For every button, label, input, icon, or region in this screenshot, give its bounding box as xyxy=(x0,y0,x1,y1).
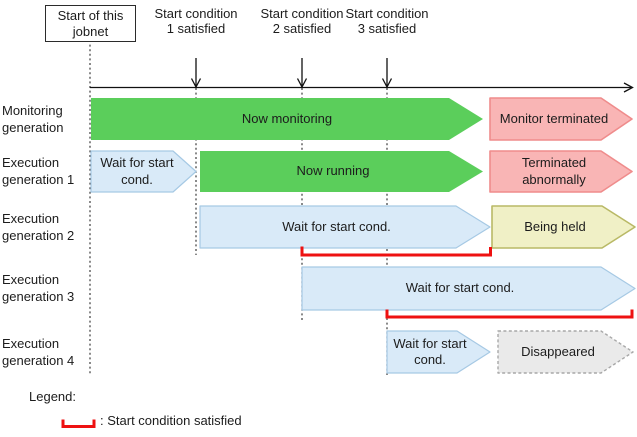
row-label-execution-generation-4: Execution generation 4 xyxy=(2,336,75,368)
bar-now-monitoring xyxy=(91,98,483,140)
row-label-execution-generation-3: Execution generation 3 xyxy=(2,272,75,304)
start-condition-satisfied-bracket-gen3 xyxy=(300,246,492,257)
row-label-execution-generation-2: Execution generation 2 xyxy=(2,211,75,243)
condition-1-label: Start condition 1 satisfied xyxy=(154,6,238,36)
bar-being-held xyxy=(491,205,636,249)
row-label-monitoring-generation: Monitoring generation xyxy=(2,103,64,135)
jobnet-start-box: Start of this jobnet xyxy=(45,5,136,42)
bar-wait-for-start-cond-gen2 xyxy=(199,205,491,249)
legend-title: Legend: xyxy=(29,389,76,404)
condition-3-arrow-icon xyxy=(381,58,393,89)
bar-wait-for-start-cond-gen3 xyxy=(301,266,636,311)
legend-red-bracket-icon xyxy=(61,419,96,428)
bar-terminated-abnormally xyxy=(489,150,633,193)
condition-2-label: Start condition 2 satisfied xyxy=(260,6,344,36)
time-axis-arrowhead-icon xyxy=(623,82,634,93)
start-condition-satisfied-bracket-gen4 xyxy=(385,309,634,319)
bar-disappeared xyxy=(497,330,634,374)
condition-3-label: Start condition 3 satisfied xyxy=(345,6,429,36)
bar-wait-for-start-cond-gen4 xyxy=(386,330,491,374)
bar-now-running xyxy=(200,151,483,192)
row-label-execution-generation-1: Execution generation 1 xyxy=(2,155,75,187)
bar-wait-for-start-cond-gen1 xyxy=(90,150,197,193)
condition-2-arrow-icon xyxy=(296,58,308,89)
bar-monitor-terminated xyxy=(489,97,633,141)
legend-entry-label: : Start condition satisfied xyxy=(100,413,242,428)
jobnet-start-label: Start of this jobnet xyxy=(57,7,124,39)
condition-1-arrow-icon xyxy=(190,58,202,89)
